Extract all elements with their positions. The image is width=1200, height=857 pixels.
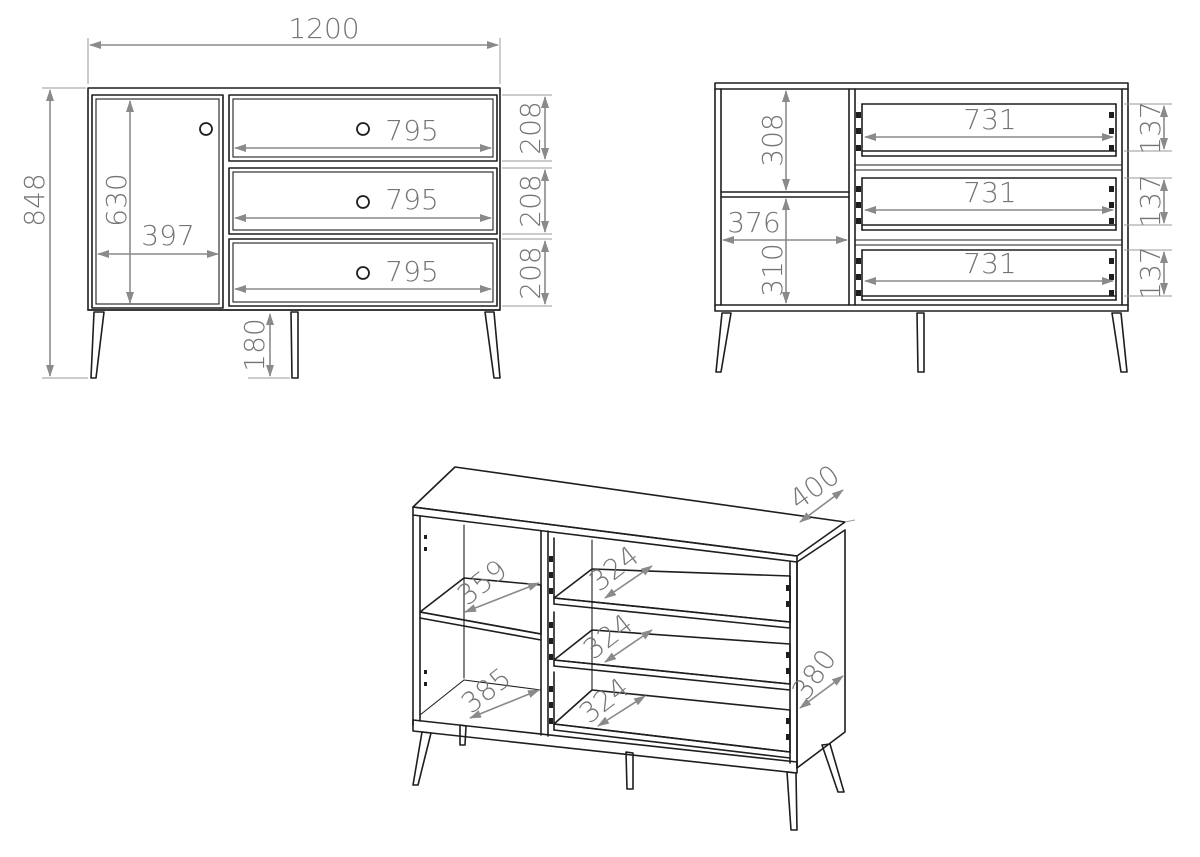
perspective-drawer-1 <box>553 537 791 629</box>
drawer-height-label: 208 <box>514 174 547 227</box>
perspective-legs <box>412 724 845 831</box>
door-knob <box>199 122 213 136</box>
drawer-1 <box>228 94 498 162</box>
front-legs <box>90 311 501 379</box>
drawer-width-label: 795 <box>385 183 438 216</box>
interior-legs <box>715 312 1128 373</box>
perspective-view: 400 359 385 324 324 324 380 <box>412 458 856 831</box>
drawer-section-depth-label: 380 <box>785 643 843 706</box>
drawer-inner-width-label: 731 <box>963 176 1016 209</box>
drawer-inner-width-label: 731 <box>963 103 1016 136</box>
depth-label: 400 <box>783 458 846 516</box>
drawer-inner-width-label: 731 <box>963 247 1016 280</box>
drawer-height-label: 208 <box>514 101 547 154</box>
door-height-label: 630 <box>100 173 133 226</box>
drawer-inner-height-label: 137 <box>1134 101 1167 154</box>
leg-height-label: 180 <box>238 318 271 371</box>
drawer-knob <box>356 195 370 209</box>
drawer-box-2 <box>855 177 1122 246</box>
interior-view: 308 376 310 731 731 731 137 137 137 <box>714 82 1172 373</box>
overall-width-label: 1200 <box>288 12 359 45</box>
perspective-drawer-2 <box>553 611 791 691</box>
drawer-width-label: 795 <box>385 114 438 147</box>
drawer-inner-height-label: 137 <box>1134 246 1167 299</box>
front-view: 1200 848 630 397 795 795 795 208 208 208 <box>18 12 552 379</box>
drawer-knob <box>356 266 370 280</box>
upper-shelf-depth-label: 359 <box>451 553 513 612</box>
drawer-knob <box>356 122 370 136</box>
drawer-height-label: 208 <box>514 246 547 299</box>
perspective-runners <box>424 535 790 740</box>
drawer-3 <box>228 238 498 307</box>
overall-height-label: 848 <box>18 173 51 226</box>
drawer-box-1 <box>855 103 1122 171</box>
drawer-box-3 <box>861 249 1117 301</box>
compartment-width-label: 376 <box>727 206 780 239</box>
perspective-drawer-3 <box>553 671 791 759</box>
door-panel <box>91 94 224 309</box>
door-width-label: 397 <box>141 219 194 252</box>
top-slab <box>412 466 846 557</box>
interior-body-outline <box>714 82 1129 312</box>
upper-compartment-height-label: 308 <box>756 113 789 166</box>
lower-compartment-height-label: 310 <box>756 243 789 296</box>
drawer-depth-label: 324 <box>573 671 635 730</box>
drawer-inner-height-label: 137 <box>1134 174 1167 227</box>
drawer-depth-label: 324 <box>577 607 639 666</box>
drawer-width-label: 795 <box>385 255 438 288</box>
drawer-2 <box>228 167 498 235</box>
